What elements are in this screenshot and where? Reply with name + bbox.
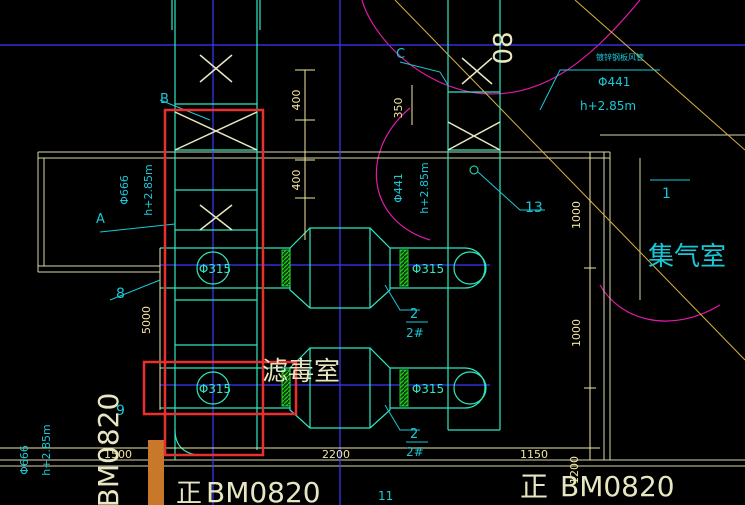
pipe-285-bottom: h+2.85m	[40, 424, 53, 475]
dimension-lines	[0, 69, 600, 460]
grid-label-B: B	[160, 92, 169, 107]
diagonal-lines	[394, 0, 745, 361]
arc-middle	[375, 107, 431, 241]
damper-crosses	[174, 54, 501, 231]
upper-unit-body	[289, 227, 391, 309]
orange-column	[148, 440, 164, 505]
right-duct	[447, 0, 501, 431]
dim-1150: 1150	[520, 448, 548, 461]
leader-A	[99, 223, 176, 233]
highlight-boxes	[142, 108, 298, 457]
lower-pipe-right-cap	[464, 367, 486, 409]
dim-1500: 1500	[104, 448, 132, 461]
upper-pipe-right-cap	[464, 247, 486, 289]
dim-1000-a: 1000	[570, 201, 583, 229]
door-mid-label: BM0820	[206, 476, 321, 505]
pipe-441-mid: Φ441	[392, 173, 405, 203]
leader-2a	[384, 284, 420, 311]
marker-circle	[469, 165, 479, 175]
dim-2200: 2200	[322, 448, 350, 461]
leader-2b	[384, 404, 420, 431]
filter-unit-lower	[160, 347, 487, 429]
flex-lower-left	[281, 369, 291, 407]
pipe-note-small: 镀锌钢板风管	[596, 52, 644, 62]
cross-right	[461, 57, 493, 85]
flex-lower-right	[399, 369, 409, 407]
door-mid-prefix: 正	[176, 479, 202, 505]
arc-right	[599, 284, 721, 322]
tag-2a-top: 2	[410, 307, 418, 322]
main-duct	[171, 0, 261, 460]
leader-8	[109, 279, 161, 301]
pipe-441-right: Φ441	[598, 75, 630, 89]
tag-1: 1	[662, 186, 671, 202]
dia-315-4: Φ315	[412, 382, 444, 396]
pipe-285-right: h+2.85m	[580, 99, 636, 113]
leader-right-441	[539, 69, 660, 111]
tag-11: 11	[378, 489, 393, 503]
dia-315-1: Φ315	[199, 262, 231, 276]
leader-C	[399, 61, 449, 86]
dim-1200: 1200	[568, 456, 581, 484]
tag-13: 13	[525, 200, 543, 216]
cross-mid	[199, 204, 233, 231]
flex-connectors	[281, 249, 409, 407]
pipe-285-mid: h+2.85m	[418, 162, 431, 213]
diag-2	[574, 0, 745, 151]
tag-2a-bot: 2#	[406, 326, 424, 340]
highlight-low	[142, 360, 298, 416]
cross-right-big	[447, 121, 501, 151]
cross-big	[174, 111, 258, 151]
grid-label-C: C	[396, 47, 405, 62]
pipe-285-left: h+2.85m	[142, 164, 155, 215]
diag-1	[394, 0, 745, 361]
leader-lines	[99, 61, 690, 443]
flex-upper-left	[281, 249, 291, 287]
flex-upper-right	[399, 249, 409, 287]
grid-label-A: A	[96, 212, 105, 227]
upper-circle-left	[196, 251, 230, 285]
dim-1000-b: 1000	[570, 319, 583, 347]
dia-315-2: Φ315	[199, 382, 231, 396]
wall-lines	[0, 134, 745, 467]
lower-circle-right	[453, 371, 487, 405]
lower-circle-left	[196, 371, 230, 405]
top-text: 08	[489, 31, 519, 64]
dim-350: 350	[392, 98, 405, 119]
upper-circle-right	[453, 251, 487, 285]
dim-400-b: 400	[290, 170, 303, 191]
highlight-main	[163, 108, 265, 457]
lower-unit-body	[289, 347, 391, 429]
dim-5000: 5000	[140, 306, 153, 334]
door-left-label: BM0820	[92, 393, 125, 505]
dim-400-a: 400	[290, 90, 303, 111]
tag-8: 8	[116, 286, 125, 302]
pipe-666-bottom: Φ666	[18, 445, 31, 475]
room-gas-label: 集气室	[648, 242, 726, 272]
filter-unit-upper	[160, 227, 487, 309]
door-right-prefix: 正	[520, 470, 548, 503]
cross-top	[199, 54, 233, 83]
room-filter-label: 滤毒室	[262, 357, 340, 387]
text-labels: 400 400 350 1000 1000 5000 1500 2200 115…	[18, 31, 726, 505]
tag-2b-bot: 2#	[406, 445, 424, 459]
tag-2b-top: 2	[410, 427, 418, 442]
pipe-666-left: Φ666	[118, 175, 131, 205]
dia-315-3: Φ315	[412, 262, 444, 276]
door-right-label: BM0820	[560, 470, 675, 503]
tag-9: 9	[116, 403, 125, 419]
leader-13	[477, 171, 545, 211]
